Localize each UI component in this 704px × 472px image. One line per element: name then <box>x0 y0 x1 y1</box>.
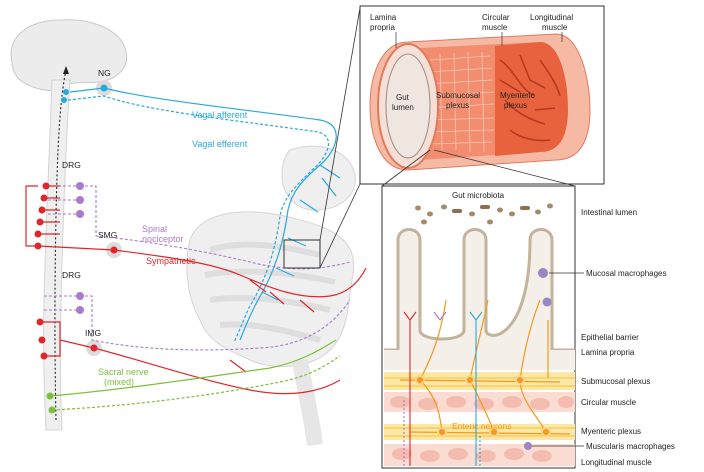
ng-label: NG <box>98 68 111 78</box>
tube-longitudinal-muscle-label: Longitudinal muscle <box>530 13 575 32</box>
muscularis-macrophages-label: Muscularis macrophages <box>586 442 675 451</box>
mucosal-macrophages-label: Mucosal macrophages <box>586 269 666 278</box>
tube-submucosal-label: Submucosal plexus <box>436 91 482 110</box>
drg-upper-label: DRG <box>62 160 81 170</box>
intestinal-lumen-label: Intestinal lumen <box>581 208 637 217</box>
stomach <box>281 145 356 211</box>
gut-tube-panel: Gut lumen Submucosal plexus Myenteric pl… <box>359 5 605 185</box>
smg-label: SMG <box>98 230 117 240</box>
mucosal-macrophage <box>542 297 552 307</box>
muscularis-macrophage <box>524 442 532 450</box>
epithelial-barrier-label: Epithelial barrier <box>581 333 639 342</box>
sacral-pathways <box>49 339 341 411</box>
cross-section-panel: Gut microbiota <box>381 185 584 469</box>
circular-muscle-label: Circular muscle <box>581 398 637 407</box>
enteric-neurons-label: Enteric neurons <box>452 421 512 431</box>
cross-section-labels: Intestinal lumen Mucosal macrophages Epi… <box>532 208 675 467</box>
tube-myenteric-label: Myenteric plexus <box>500 91 537 110</box>
myenteric-plexus-label: Myenteric plexus <box>581 427 641 436</box>
villi-epithelium <box>384 228 575 352</box>
tube-circular-muscle-label: Circular muscle <box>482 13 512 32</box>
vagal-afferent-label: Vagal afferent <box>192 110 248 120</box>
sympathetic-pathways <box>25 185 367 395</box>
intestines <box>186 211 355 368</box>
gut-microbiota-label: Gut microbiota <box>452 191 505 200</box>
body-anatomy <box>10 19 356 446</box>
microbiota <box>415 203 553 225</box>
longitudinal-muscle-label: Longitudinal muscle <box>581 458 652 467</box>
submucosal-plexus-label: Submucosal plexus <box>581 377 650 386</box>
sacral-nerve-label: Sacral nerve (mixed) <box>98 367 151 387</box>
vagal-efferent-label: Vagal efferent <box>192 139 248 149</box>
img-label: IMG <box>85 328 101 338</box>
spinal-nociceptor-pathways <box>44 185 351 351</box>
sympathetic-label: Sympathetic <box>146 256 196 266</box>
tube-lamina-propria-label: Lamina propria <box>370 13 398 32</box>
gut-lumen-label: Gut lumen <box>392 93 414 112</box>
spinal-nociceptor-label: Spinal nociceptor <box>142 224 184 244</box>
lamina-propria-label: Lamina propria <box>581 348 635 357</box>
mucosal-macrophage <box>538 268 548 278</box>
spinal-cord <box>43 79 71 431</box>
zoom-region-box <box>283 239 321 269</box>
drg-lower-label: DRG <box>62 270 81 280</box>
ganglia: NG DRG SMG DRG IMG <box>62 68 122 356</box>
